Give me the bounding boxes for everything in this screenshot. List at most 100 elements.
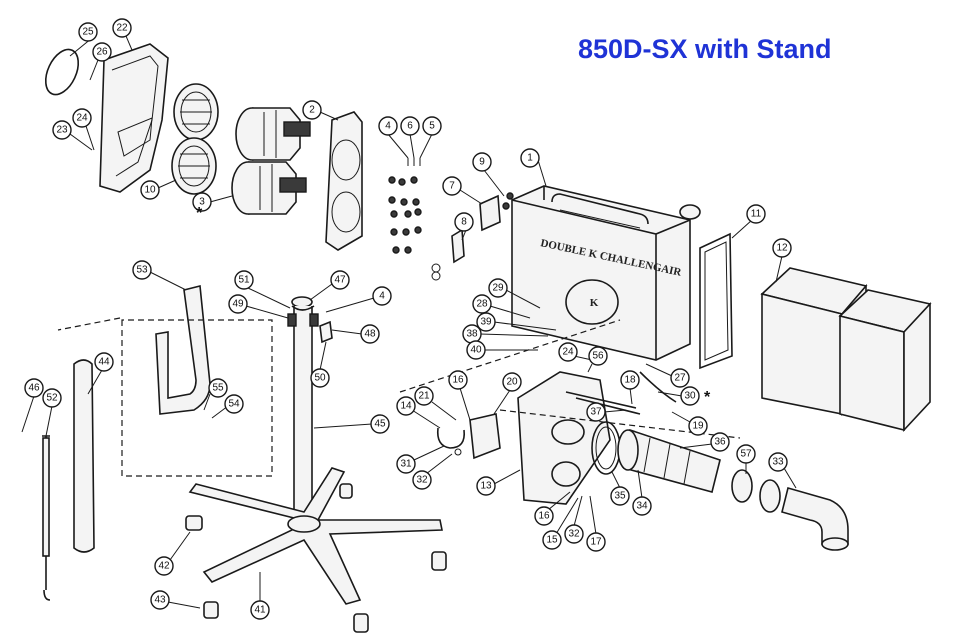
callout-42: 42 [154, 531, 191, 576]
callout-37: 37 [586, 402, 627, 422]
svg-text:45: 45 [374, 419, 386, 430]
callout-16-lower: 16 [534, 491, 571, 526]
callout-34: 34 [632, 469, 652, 516]
svg-text:43: 43 [154, 595, 166, 606]
hose-coupler [731, 469, 781, 513]
callout-45: 45 [313, 414, 390, 434]
callout-15: 15 [542, 497, 579, 550]
svg-text:25: 25 [82, 27, 94, 38]
front-grille-housing [99, 43, 169, 193]
svg-text:30: 30 [684, 391, 696, 402]
callout-30: 30 [657, 386, 700, 406]
svg-text:44: 44 [98, 357, 110, 368]
svg-text:47: 47 [334, 275, 346, 286]
svg-text:5: 5 [429, 121, 435, 132]
callout-1: 1 [520, 148, 547, 187]
callout-49: 49 [228, 294, 289, 319]
callout-29: 29 [488, 278, 541, 309]
svg-text:40: 40 [470, 345, 482, 356]
svg-text:22: 22 [116, 23, 128, 34]
callout-35: 35 [610, 471, 630, 506]
callout-36: 36 [679, 432, 730, 452]
wiring [565, 371, 677, 415]
svg-text:39: 39 [480, 317, 492, 328]
callout-16-upper: 16 [448, 370, 471, 421]
callout-32-left: 32 [412, 453, 453, 490]
svg-text:36: 36 [714, 437, 726, 448]
svg-text:34: 34 [636, 501, 648, 512]
callout-20: 20 [493, 372, 522, 415]
svg-text:4: 4 [385, 121, 391, 132]
callout-52: 52 [42, 388, 62, 437]
side-gasket [699, 232, 733, 370]
page-title: 850D-SX with Stand [578, 34, 832, 64]
motor-lower [231, 161, 307, 215]
svg-text:4: 4 [379, 291, 385, 302]
svg-text:52: 52 [46, 393, 58, 404]
svg-text:7: 7 [449, 181, 455, 192]
callout-26: 26 [89, 42, 112, 81]
svg-text:28: 28 [476, 299, 488, 310]
callout-41: 41 [250, 572, 270, 620]
svg-text:57: 57 [740, 449, 752, 460]
svg-text:55: 55 [212, 383, 224, 394]
callout-33: 33 [768, 452, 797, 489]
u-bracket [155, 284, 211, 415]
svg-text:49: 49 [232, 299, 244, 310]
svg-text:16: 16 [452, 375, 464, 386]
stand-pole [287, 296, 333, 527]
svg-text:13: 13 [480, 481, 492, 492]
elbow-nozzle [781, 487, 849, 551]
svg-text:50: 50 [314, 373, 326, 384]
casters [185, 483, 447, 633]
callout-17: 17 [586, 495, 606, 552]
motor-upper [235, 107, 311, 161]
screw-set [388, 158, 441, 281]
callout-6: 6 [400, 116, 420, 159]
callout-18: 18 [620, 370, 640, 405]
callout-44: 44 [87, 352, 114, 395]
svg-text:51: 51 [238, 275, 250, 286]
stand-base [188, 467, 443, 605]
callout-56: 56 [587, 346, 608, 373]
callout-22: 22 [112, 18, 133, 51]
callout-40: 40 [466, 340, 538, 360]
mounting-plate [325, 111, 363, 251]
svg-text:11: 11 [751, 209, 762, 220]
callout-28: 28 [472, 294, 531, 319]
svg-text:16: 16 [538, 511, 550, 522]
handle-bracket [436, 413, 501, 460]
svg-text:18: 18 [624, 375, 636, 386]
callout-55: 55 [203, 378, 228, 411]
callout-53: 53 [132, 260, 187, 291]
svg-text:38: 38 [466, 329, 478, 340]
callout-54: 54 [211, 394, 244, 419]
svg-text:46: 46 [28, 383, 40, 394]
callout-27: 27 [645, 363, 690, 388]
flex-hose [617, 428, 721, 493]
callout-43: 43 [150, 590, 201, 610]
svg-text:19: 19 [692, 421, 704, 432]
svg-text:41: 41 [254, 605, 266, 616]
callout-48: 48 [331, 324, 380, 344]
fan-lower [171, 137, 217, 195]
svg-text:29: 29 [492, 283, 504, 294]
filter-boxes [760, 267, 932, 433]
callout-13: 13 [476, 469, 521, 496]
dashed-outlines [57, 317, 741, 477]
asterisk-marker: * [196, 205, 203, 222]
callout-11: 11 [731, 204, 766, 239]
main-housing: K DOUBLE K CHALLENGAIR [511, 185, 701, 361]
callout-10: 10 [140, 179, 177, 200]
callout-23: 23 [52, 120, 93, 151]
callout-24-mid: 24 [558, 342, 593, 362]
callout-14: 14 [396, 396, 441, 429]
svg-text:8: 8 [461, 217, 467, 228]
svg-text:32: 32 [568, 529, 580, 540]
svg-text:54: 54 [228, 399, 240, 410]
svg-text:31: 31 [400, 459, 412, 470]
callout-32-right: 32 [564, 495, 584, 544]
callout-3: 3 [192, 192, 233, 212]
svg-text:33: 33 [772, 457, 784, 468]
